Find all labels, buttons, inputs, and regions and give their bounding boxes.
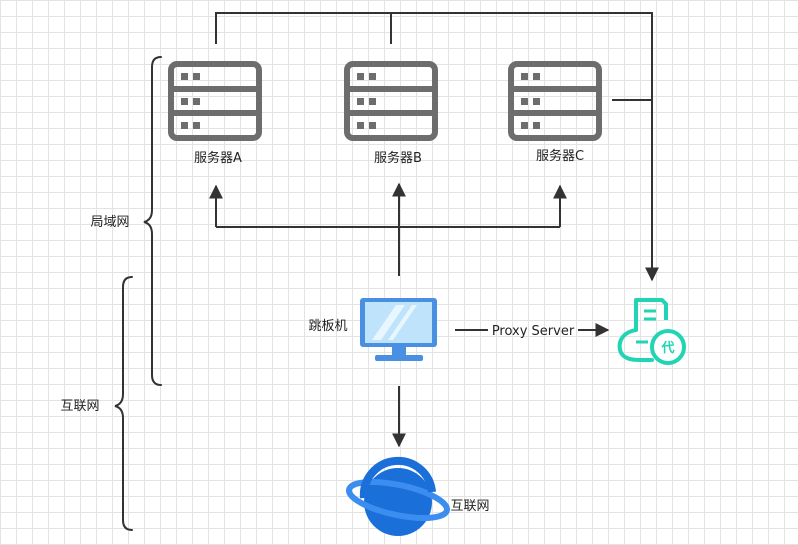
proxy-badge-glyph: 代	[660, 340, 674, 356]
server-a[interactable]	[171, 64, 259, 138]
server-b[interactable]	[347, 64, 435, 138]
top-bus-connector	[215, 12, 659, 282]
internet-node-label: 互联网	[450, 499, 489, 514]
server-icon	[511, 64, 599, 138]
lan-group-label: 局域网	[90, 215, 129, 230]
server-icon	[347, 64, 435, 138]
server-icon	[171, 64, 259, 138]
internet-node[interactable]	[345, 456, 451, 536]
server-c[interactable]	[511, 64, 599, 138]
globe-icon	[345, 456, 451, 536]
server-b-label: 服务器B	[374, 150, 422, 166]
jump-host-label: 跳板机	[308, 319, 347, 334]
proxy-server-icon: 代	[617, 298, 686, 365]
monitor-icon	[360, 298, 437, 361]
lan-brace	[143, 56, 162, 386]
proxy-server[interactable]: 代	[617, 298, 686, 365]
internet-group-label: 互联网	[60, 399, 99, 414]
server-a-label: 服务器A	[194, 150, 242, 166]
proxy-edge-label: Proxy Server	[492, 324, 575, 339]
jump-host[interactable]	[360, 298, 437, 361]
server-c-label: 服务器C	[536, 148, 584, 164]
internet-brace	[114, 276, 133, 531]
